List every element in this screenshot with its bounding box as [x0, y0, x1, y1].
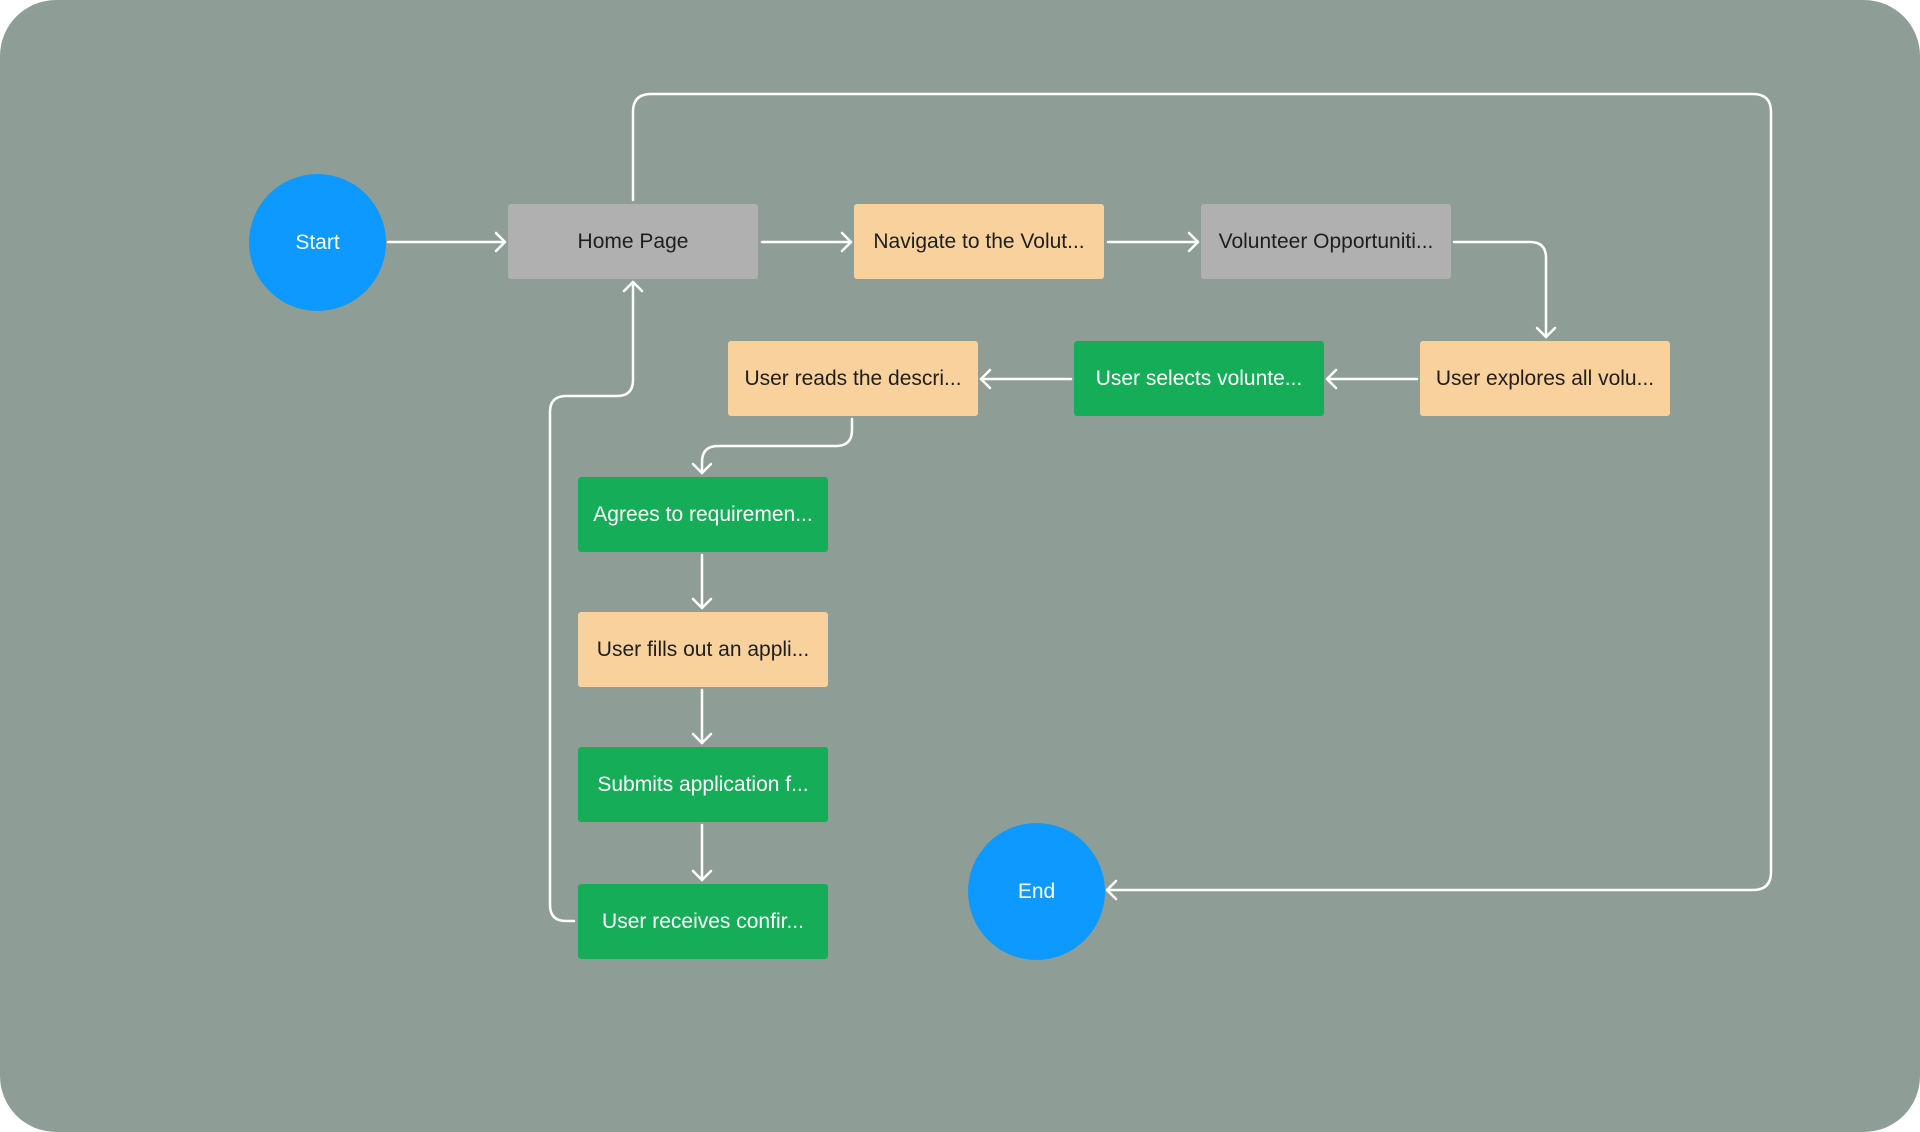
- arrowhead: [1325, 368, 1338, 390]
- arrowhead: [840, 231, 853, 253]
- arrowhead: [622, 280, 644, 293]
- volunteer-opportunities-node[interactable]: Volunteer Opportuniti...: [1201, 204, 1451, 279]
- submits-node[interactable]: Submits application f...: [578, 747, 828, 822]
- edge-receives-to-home: [548, 280, 635, 923]
- arrowhead: [1187, 231, 1200, 253]
- arrowhead: [691, 869, 713, 882]
- user-explores-node[interactable]: User explores all volu...: [1420, 341, 1670, 416]
- arrowhead: [691, 732, 713, 745]
- user-fills-node[interactable]: User fills out an appli...: [578, 612, 828, 687]
- arrowhead: [1105, 879, 1118, 901]
- arrowhead: [494, 231, 507, 253]
- arrowhead: [979, 368, 992, 390]
- navigate-node[interactable]: Navigate to the Volut...: [854, 204, 1104, 279]
- edge-opportunities-to-explores: [1452, 240, 1548, 339]
- edge-reads-to-agrees: [700, 417, 854, 475]
- edge-home-to-end: [631, 92, 1773, 892]
- arrowhead: [691, 462, 713, 475]
- start-node[interactable]: Start: [249, 174, 386, 311]
- end-node[interactable]: End: [968, 823, 1105, 960]
- arrowhead: [1535, 326, 1557, 339]
- user-reads-node[interactable]: User reads the descri...: [728, 341, 978, 416]
- user-receives-node[interactable]: User receives confir...: [578, 884, 828, 959]
- home-page-node[interactable]: Home Page: [508, 204, 758, 279]
- arrowhead: [691, 597, 713, 610]
- user-selects-node[interactable]: User selects volunte...: [1074, 341, 1324, 416]
- agrees-node[interactable]: Agrees to requiremen...: [578, 477, 828, 552]
